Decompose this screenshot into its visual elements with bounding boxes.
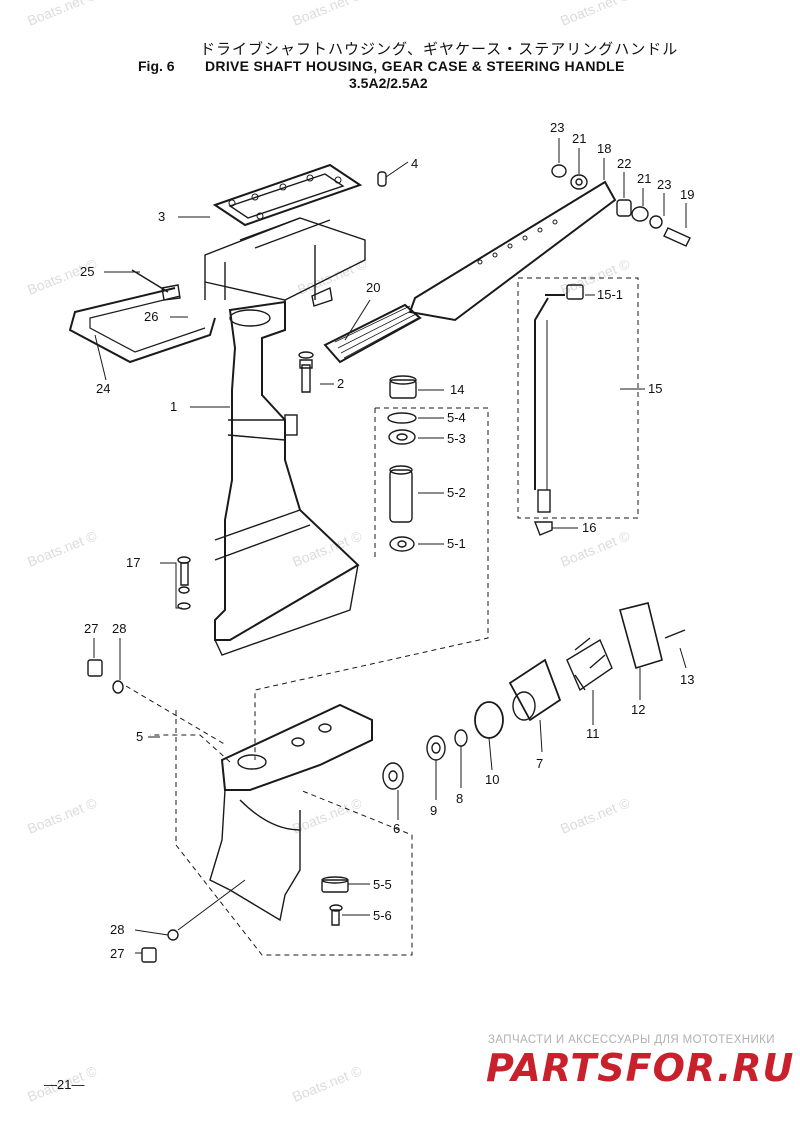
- callout-18: 18: [597, 141, 612, 156]
- brand-subtitle: ЗАПЧАСТИ И АКСЕССУАРЫ ДЛЯ МОТОТЕХНИКИ: [488, 1034, 775, 1046]
- callout-1: 1: [170, 399, 178, 414]
- callout-11: 11: [586, 726, 600, 741]
- callout-5-2: 5-2: [447, 485, 466, 500]
- callout-7: 7: [536, 756, 544, 771]
- callout-3: 3: [158, 209, 166, 224]
- callout-21b: 21: [637, 171, 652, 186]
- callout-24: 24: [96, 381, 111, 396]
- group-outlines: [125, 277, 639, 956]
- callout-5-3: 5-3: [447, 431, 466, 446]
- callout-8: 8: [456, 791, 464, 806]
- callout-4: 4: [411, 156, 419, 171]
- callout-28: 28: [112, 621, 127, 636]
- callout-13: 13: [680, 672, 695, 687]
- callout-5-5: 5-5: [373, 877, 392, 892]
- callout-23: 23: [550, 120, 565, 135]
- page-number: —21—: [44, 1077, 85, 1092]
- callout-27b: 27: [110, 946, 125, 961]
- callout-2: 2: [337, 376, 345, 391]
- callout-17: 17: [126, 555, 141, 570]
- callout-6: 6: [393, 821, 401, 836]
- japanese-title: ドライブシャフトハウジング、ギヤケース・ステアリングハンドル: [200, 40, 679, 58]
- callout-25: 25: [80, 264, 95, 279]
- callout-20: 20: [366, 280, 381, 295]
- callout-9: 9: [430, 803, 438, 818]
- callout-5-6: 5-6: [373, 908, 392, 923]
- callout-10: 10: [485, 772, 500, 787]
- callout-5: 5: [136, 729, 144, 744]
- callout-23b: 23: [657, 177, 672, 192]
- callout-5-4: 5-4: [447, 410, 466, 425]
- callout-27: 27: [84, 621, 99, 636]
- callout-28b: 28: [110, 922, 125, 937]
- callout-15-1: 15-1: [597, 287, 624, 302]
- callout-22: 22: [617, 156, 632, 171]
- callout-14: 14: [450, 382, 465, 397]
- callout-12: 12: [631, 702, 646, 717]
- model-label: 3.5A2/2.5A2: [349, 75, 428, 91]
- callout-19: 19: [680, 187, 695, 202]
- callout-5-1: 5-1: [447, 536, 466, 551]
- callout-21: 21: [572, 131, 587, 146]
- brand-logo: PARTSFOR.RU: [486, 1046, 795, 1090]
- callout-26: 26: [144, 309, 159, 324]
- figure-label: Fig. 6: [138, 58, 175, 74]
- callout-15: 15: [648, 381, 663, 396]
- diagram-title: DRIVE SHAFT HOUSING, GEAR CASE & STEERIN…: [205, 58, 625, 74]
- callout-16: 16: [582, 520, 597, 535]
